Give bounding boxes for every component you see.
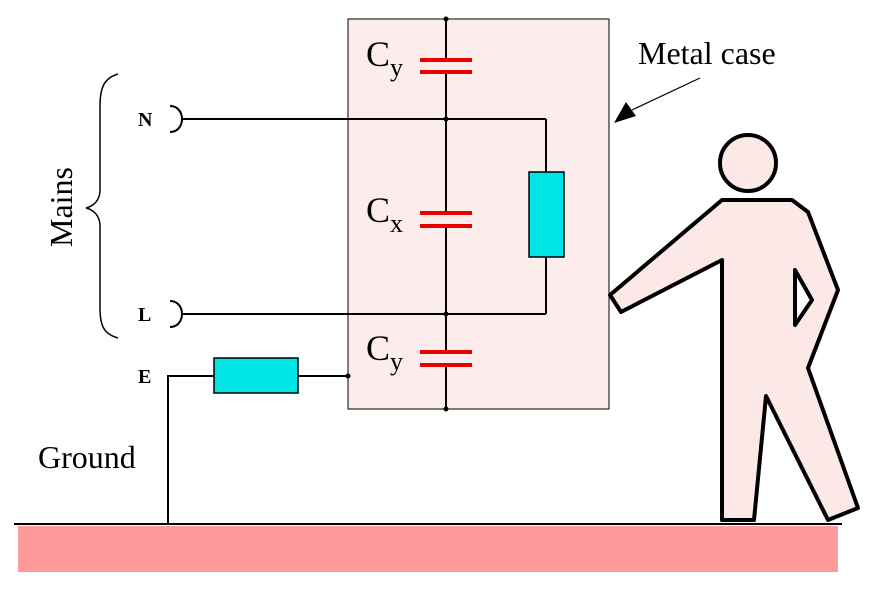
terminal-l-label: L [138, 304, 151, 326]
cy-top-subscript: y [390, 53, 403, 82]
curly-brace-icon [85, 73, 119, 339]
metal-case [347, 18, 610, 410]
ground-label: Ground [38, 439, 136, 475]
capacitor-cy-bottom-label: Cy [366, 328, 403, 376]
person-figure-icon [608, 133, 860, 522]
person-arm-gap [793, 268, 814, 327]
person-head [718, 133, 778, 193]
metal-case-label: Metal case [638, 35, 776, 71]
ground-strip [18, 526, 838, 572]
load-resistor [528, 171, 565, 258]
cx-symbol: C [366, 190, 390, 230]
cy-bottom-symbol: C [366, 328, 390, 368]
capacitor-cx [420, 211, 472, 228]
earth-wires [167, 375, 348, 524]
capacitor-cy-bottom [420, 350, 472, 367]
pointer-arrow-icon [614, 77, 701, 123]
earth-resistor [213, 357, 299, 394]
terminal-n-socket [169, 105, 183, 133]
mains-wires [182, 118, 547, 315]
capacitor-cy-top [420, 58, 472, 74]
cy-top-symbol: C [366, 34, 390, 74]
person-body [608, 198, 860, 522]
terminal-n-label: N [138, 109, 153, 131]
capacitor-cx-label: Cx [366, 190, 403, 238]
capacitor-cy-top-label: Cy [366, 34, 403, 82]
terminal-e-label: E [138, 366, 151, 388]
mains-label: Mains [43, 167, 79, 247]
cx-subscript: x [390, 209, 403, 238]
terminal-l-socket [169, 300, 183, 328]
cy-bottom-subscript: y [390, 347, 403, 376]
